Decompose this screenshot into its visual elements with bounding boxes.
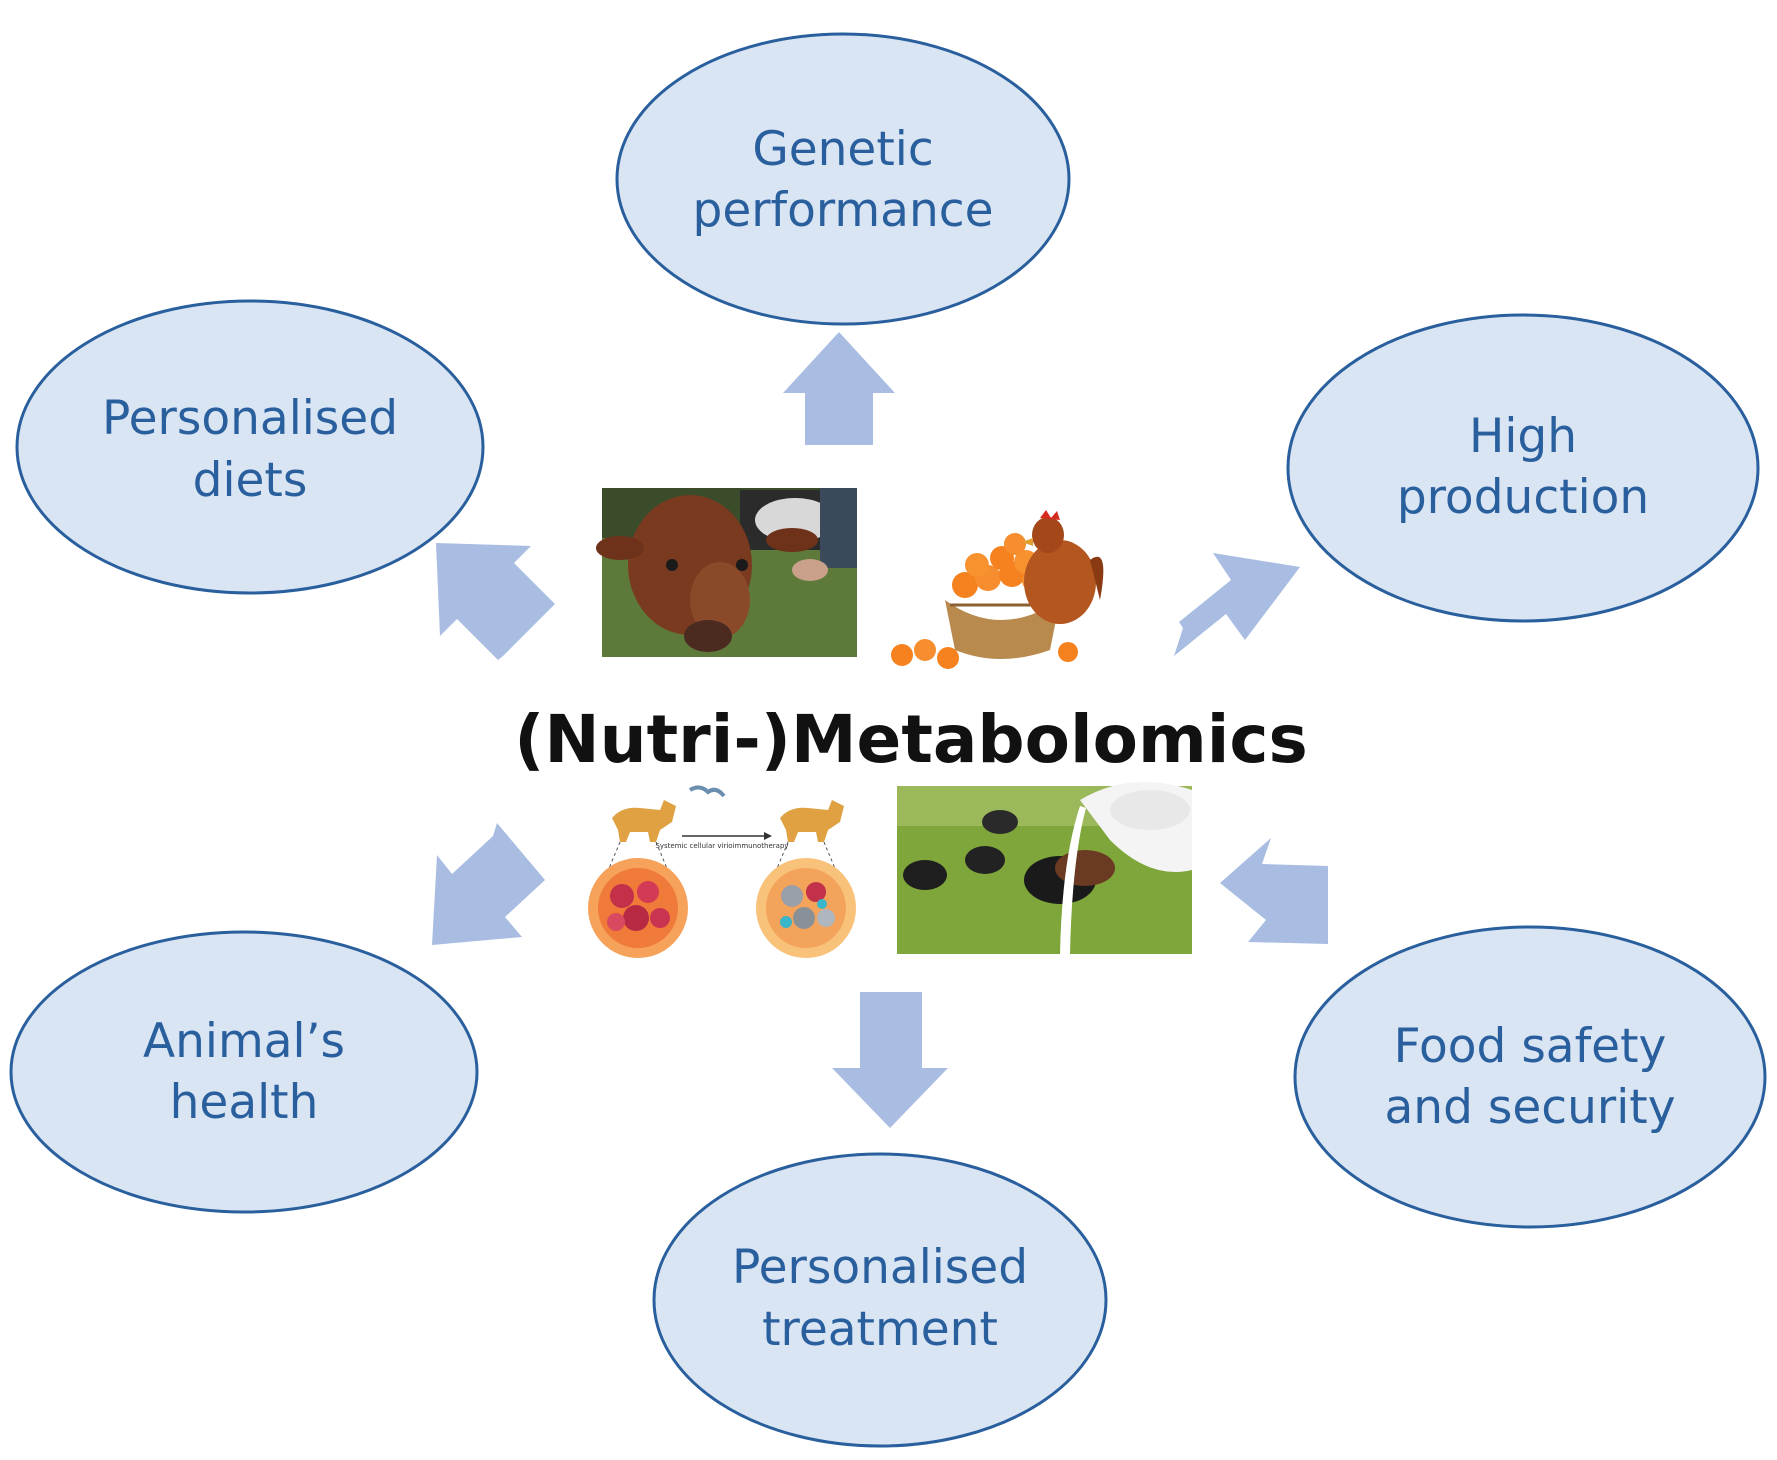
node-animals-health: Animal’s health [9,930,479,1214]
node-diets-line2: diets [193,453,308,508]
node-health-line2: health [170,1075,319,1130]
node-food-safety: Food safety and security [1293,925,1767,1229]
cow-feeding-photo [596,488,857,657]
node-personalised-diets: Personalised diets [15,299,485,595]
node-health-line1: Animal’s [143,1014,345,1069]
node-genetic-line2: performance [692,183,993,238]
oranges-hen-photo [891,510,1104,669]
node-production-line2: production [1397,470,1649,525]
dog-therapy-illustration: Systemic cellular virioimmunotherapy [588,785,856,958]
arrow-upleft-diets [436,543,555,660]
node-genetic-line1: Genetic [752,122,933,177]
node-food-line2: and security [1384,1080,1675,1135]
arrow-up-genetic [783,332,895,445]
arrow-upright-production [1174,553,1300,656]
arrow-downright-food [1220,838,1328,944]
node-high-production: High production [1286,313,1760,623]
node-production-line1: High [1469,409,1577,464]
arrow-down-treatment [832,992,948,1128]
dog-therapy-caption: Systemic cellular virioimmunotherapy [655,842,788,850]
node-treatment-line1: Personalised [732,1240,1028,1295]
center-title: (Nutri-)Metabolomics [514,701,1308,778]
node-genetic-performance: Genetic performance [615,32,1071,326]
node-food-line1: Food safety [1394,1019,1667,1074]
node-treatment-line2: treatment [762,1302,998,1357]
arrow-downleft-health [432,823,545,945]
cows-milk-photo [897,782,1192,954]
node-diets-line1: Personalised [102,391,398,446]
node-personalised-treatment: Personalised treatment [652,1152,1108,1448]
